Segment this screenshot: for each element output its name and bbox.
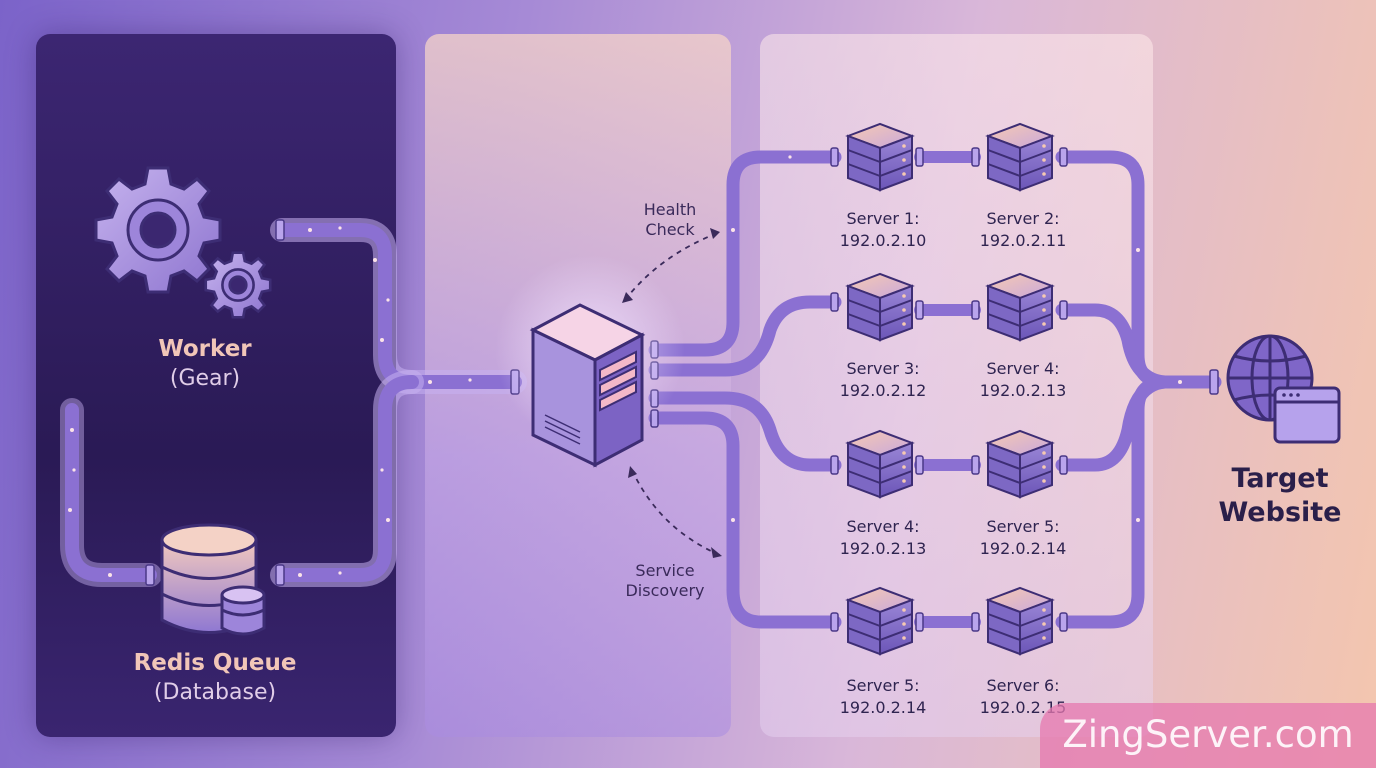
server-icon-3 [847,273,913,341]
server-tower-icon [495,255,685,468]
worker-title: Worker [158,336,252,362]
watermark: ZingServer.com [1040,703,1376,768]
queue-title: Redis Queue [133,650,297,676]
queue-subtitle: (Database) [153,680,277,705]
service-discovery-arrow [631,469,723,557]
server-icon-5 [847,430,913,498]
globe-browser-icon [1226,334,1341,444]
server-label: Server 3:192.0.2.12 [839,359,927,400]
server-icon-8 [987,587,1053,655]
server-label: Server 1:192.0.2.10 [839,209,927,250]
pipe-network [60,147,1222,632]
worker-subtitle: (Gear) [169,366,241,391]
server-icon-6 [987,430,1053,498]
server-icon-2 [987,123,1053,191]
server-label: Server 2:192.0.2.11 [979,209,1067,250]
server-label: Server 4:192.0.2.13 [979,359,1067,400]
health-check-arrowheads [622,228,720,303]
server-label: Server 4:192.0.2.13 [839,517,927,558]
server-icon-4 [987,273,1053,341]
health-check-arrow [624,231,721,301]
gear-icon [94,166,272,319]
service-discovery-arrowheads [628,466,722,558]
server-label: Server 5:192.0.2.14 [979,517,1067,558]
server-icon-1 [847,123,913,191]
server-label: Server 5:192.0.2.14 [839,676,927,717]
database-icon [160,523,266,636]
server-icon-7 [847,587,913,655]
